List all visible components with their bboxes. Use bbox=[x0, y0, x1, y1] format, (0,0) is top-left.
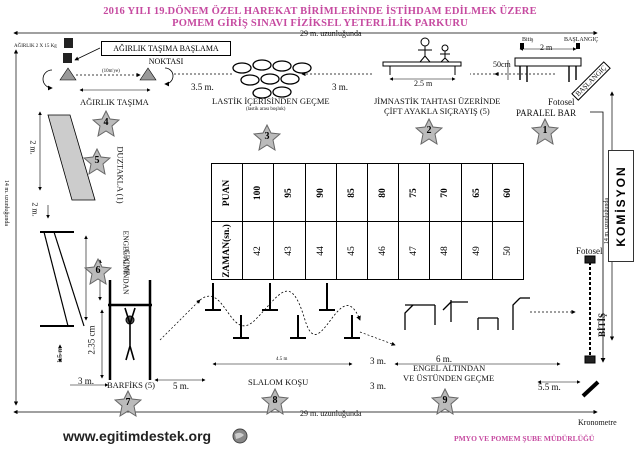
station8-3m: 3 m. bbox=[370, 356, 387, 366]
zaman-cell: 43 bbox=[273, 221, 306, 280]
station7-15m: 1.5 m bbox=[55, 347, 64, 363]
puan-cell: 60 bbox=[491, 163, 525, 222]
finish-line bbox=[581, 255, 600, 398]
station7-pullup bbox=[58, 280, 152, 387]
station7-height: 2.35 cm bbox=[86, 325, 97, 355]
station9-name-line2: VE ÜSTÜNDEN GEÇME bbox=[403, 373, 495, 383]
station5-badge: 5 bbox=[83, 148, 111, 176]
station1-start-small: BAŞLANGIÇ bbox=[564, 37, 599, 43]
station7-3m: 3 m. bbox=[78, 376, 95, 386]
station1-badge: 1 bbox=[531, 118, 559, 146]
station3-sub: (lastik arası boşluk) bbox=[246, 107, 286, 112]
puan-cell: 100 bbox=[242, 163, 275, 222]
station6-distance: 2 m. bbox=[30, 202, 40, 217]
station1-name: PARALEL BAR bbox=[516, 108, 577, 118]
puan-cell: 70 bbox=[429, 163, 462, 222]
station1-bitis-label: Bitiş bbox=[522, 37, 534, 43]
station7-badge: 7 bbox=[114, 390, 142, 418]
station5-incline bbox=[38, 111, 96, 219]
station8-slalom bbox=[154, 283, 396, 382]
komisyon-box: KOMİSYON bbox=[608, 150, 634, 262]
station9-badge: 9 bbox=[431, 388, 459, 416]
zaman-cell: 47 bbox=[398, 221, 431, 280]
puan-cell: 95 bbox=[273, 163, 306, 222]
station1-fotosel: Fotosel bbox=[548, 97, 575, 107]
puan-cell: 65 bbox=[460, 163, 493, 222]
station3-distance-left: 3.5 m. bbox=[191, 82, 214, 92]
header-line2: POMEM GİRİŞ SINAVI FİZİKSEL YETERLİLİK P… bbox=[172, 18, 468, 29]
station3-tires bbox=[172, 59, 312, 99]
station6-badge: 6 bbox=[84, 258, 112, 286]
bottom-dimension-label: 29 m. uzunluğunda bbox=[300, 409, 362, 418]
station8-total: 4.5 m bbox=[276, 357, 288, 362]
station9-name-line1: ENGEL ALTINDAN bbox=[413, 363, 486, 373]
finish-fotosel: Fotosel bbox=[576, 246, 603, 256]
puan-cell: 90 bbox=[304, 163, 337, 222]
station5-distance: 2 m. bbox=[28, 140, 38, 155]
zaman-cell: 50 bbox=[491, 221, 525, 280]
station1-parallel-bar bbox=[494, 43, 582, 82]
station9-hurdles bbox=[394, 297, 581, 384]
station4-weights bbox=[42, 38, 174, 92]
globe-icon bbox=[232, 428, 248, 444]
station1-2m: 2 m bbox=[540, 43, 553, 52]
station7-name: BARFİKS (5) bbox=[107, 380, 155, 390]
top-dimension-label: 29 m. uzunluğunda bbox=[300, 29, 362, 38]
puan-row: PUAN 100 95 90 85 80 75 70 65 60 bbox=[210, 163, 525, 222]
station8-badge: 8 bbox=[261, 388, 289, 416]
zaman-cell: 45 bbox=[335, 221, 368, 280]
zaman-cell: 42 bbox=[242, 221, 275, 280]
puan-header-cell: PUAN bbox=[210, 163, 244, 222]
station4-name: AĞIRLIK TAŞIMA bbox=[80, 97, 149, 107]
komisyon-label: KOMİSYON bbox=[614, 165, 628, 247]
station1-50cm: 50cm bbox=[493, 60, 511, 69]
station2-name-line2: ÇİFT AYAKLA SIÇRAYIŞ (5) bbox=[384, 106, 490, 116]
station2-badge: 2 bbox=[415, 118, 443, 146]
route-arrow-right bbox=[590, 111, 606, 363]
station3-distance-right: 3 m. bbox=[332, 82, 349, 92]
finish-kronometre: Kronometre bbox=[578, 418, 617, 427]
website-link[interactable]: www.egitimdestek.org bbox=[63, 428, 212, 444]
station4-badge: 4 bbox=[92, 110, 120, 138]
station6-name-line2: GEÇME bbox=[122, 249, 132, 276]
station9-6m: 6 m. bbox=[436, 354, 453, 364]
station8-name: SLALOM KOŞU bbox=[248, 377, 309, 387]
station8-5m: 5 m. bbox=[173, 381, 190, 391]
station4-distance: (10m'ye) bbox=[102, 69, 120, 74]
station5-name: DUZTAKLA (1) bbox=[115, 146, 126, 204]
zaman-cell: 46 bbox=[366, 221, 400, 280]
station6-crawl bbox=[40, 231, 102, 327]
station2-plank bbox=[301, 37, 495, 81]
station4-weights: AĞIRLIK 2 X 15 Kg bbox=[14, 44, 57, 49]
zaman-header-cell: ZAMAN(sn.) bbox=[210, 221, 244, 280]
zaman-cell: 49 bbox=[460, 221, 493, 280]
station3-badge: 3 bbox=[253, 124, 281, 152]
station9-3m: 3 m. bbox=[370, 381, 387, 391]
zaman-cell: 44 bbox=[304, 221, 337, 280]
zaman-cell: 48 bbox=[429, 221, 462, 280]
station4-start-box: AĞIRLIK TAŞIMA BAŞLAMA NOKTASI bbox=[101, 41, 231, 66]
station3-name: LASTİK İÇERİSİNDEN GEÇME bbox=[212, 96, 330, 106]
score-table: PUAN 100 95 90 85 80 75 70 65 60 ZAMAN(s… bbox=[210, 163, 525, 280]
station2-name-line1: JİMNASTİK TAHTASI ÜZERİNDE bbox=[374, 96, 501, 106]
station9-55m: 5.5 m. bbox=[538, 382, 561, 392]
puan-cell: 85 bbox=[335, 163, 368, 222]
station2-distance: 2.5 m bbox=[414, 79, 433, 88]
puan-cell: 80 bbox=[366, 163, 400, 222]
header-line1: 2016 YILI 19.DÖNEM ÖZEL HAREKAT BİRİMLER… bbox=[103, 6, 537, 17]
puan-cell: 75 bbox=[398, 163, 431, 222]
left-dimension-label: 14 m. uzunluğunda bbox=[3, 179, 10, 227]
finish-bitis: BİTİŞ bbox=[597, 312, 608, 338]
footer-text: PMYO VE POMEM ŞUBE MÜDÜRLÜĞÜ bbox=[454, 434, 595, 443]
zaman-row: ZAMAN(sn.) 42 43 44 45 46 47 48 49 50 bbox=[210, 221, 525, 280]
